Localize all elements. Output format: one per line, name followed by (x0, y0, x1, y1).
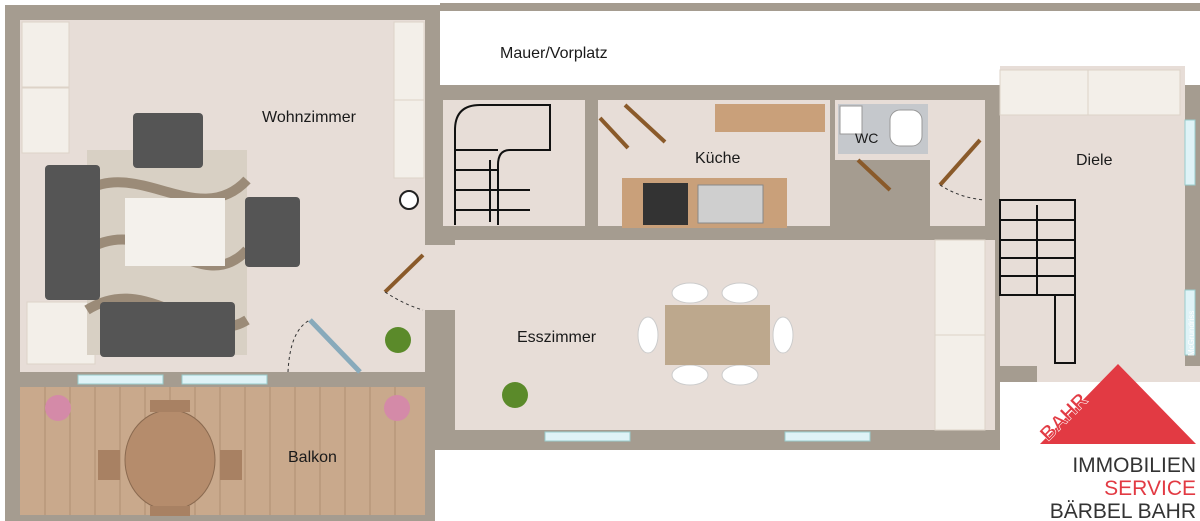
credit-label: McGrundriss (1187, 311, 1196, 356)
toilet-icon (889, 109, 923, 147)
balkon-table (98, 400, 242, 516)
flower-icon (45, 395, 410, 421)
staircase-upper (454, 104, 551, 225)
window (181, 374, 268, 385)
room-label-diele: Diele (1076, 152, 1113, 169)
room-label-esszimmer: Esszimmer (517, 329, 597, 346)
room-label-wc: WC (855, 130, 878, 146)
bahr-logo: BAHR (1036, 364, 1196, 446)
stove-icon (643, 183, 688, 225)
window (1184, 119, 1196, 186)
dining-table (665, 305, 770, 365)
window (784, 431, 871, 442)
window (1184, 289, 1196, 356)
coffee-table (125, 198, 225, 266)
doors (308, 103, 982, 374)
logo-line-immobilien: IMMOBILIEN (1072, 454, 1196, 477)
logo-line-service: SERVICE (1104, 477, 1196, 500)
plant-icon (385, 327, 528, 408)
dining-chairs (637, 282, 794, 386)
room-label-mauer-vorplatz: Mauer/Vorplatz (500, 45, 608, 62)
window (544, 431, 631, 442)
washbasin-icon (839, 105, 863, 135)
room-label-balkon: Balkon (288, 449, 337, 466)
stair-room-floor (443, 100, 585, 226)
chimney-icon (399, 190, 419, 210)
room-label-wohnzimmer: Wohnzimmer (262, 109, 357, 126)
sink-icon (697, 184, 764, 224)
staircase-diele (999, 199, 1076, 364)
diele-floor (1000, 66, 1185, 366)
logo-line-baerbel-bahr: BÄRBEL BAHR (1050, 500, 1196, 521)
mauer-vorplatz-area (442, 12, 695, 85)
window (77, 374, 164, 385)
kitchen-counter-top (715, 104, 825, 132)
sofa-set (45, 113, 300, 357)
room-label-kueche: Küche (695, 150, 740, 167)
